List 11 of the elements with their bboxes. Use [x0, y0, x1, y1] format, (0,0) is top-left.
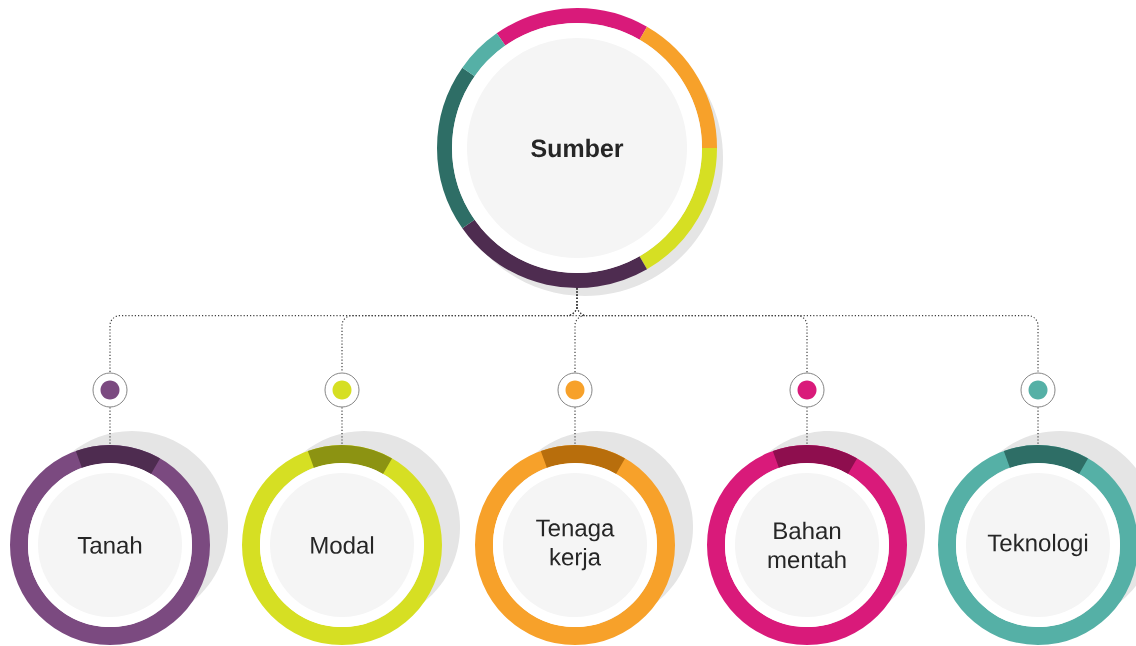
- connector-dot: [789, 372, 825, 408]
- connector-line: [341, 406, 343, 446]
- connector-dot: [1020, 372, 1056, 408]
- connector-dot: [557, 372, 593, 408]
- connector-line: [109, 406, 111, 446]
- connector-dot: [92, 372, 128, 408]
- connector-line: [806, 406, 808, 446]
- connector-line: [576, 287, 1039, 374]
- connector-dot: [324, 372, 360, 408]
- connector-line: [574, 406, 576, 446]
- connector-line: [1037, 406, 1039, 446]
